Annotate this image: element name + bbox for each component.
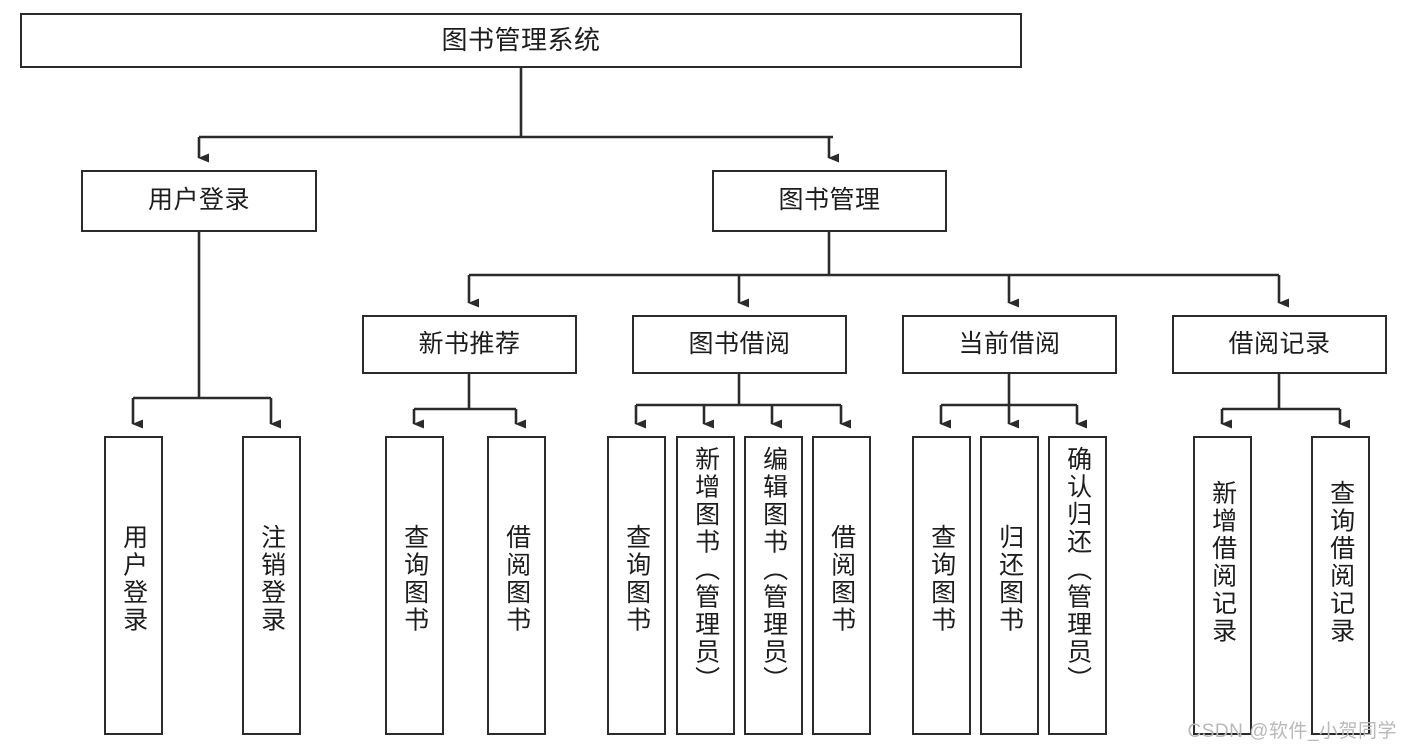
node-book-borrow[interactable]: 图书借阅 [632, 315, 847, 374]
node-new-book-rec[interactable]: 新书推荐 [362, 315, 577, 374]
node-root[interactable]: 图书管理系统 [20, 13, 1022, 68]
node-root-label: 图书管理系统 [441, 25, 601, 56]
node-leaf-query-book-3-label: 查询图书 [927, 524, 956, 634]
node-leaf-query-book-1-label: 查询图书 [400, 524, 429, 634]
node-leaf-add-record[interactable]: 新增借阅记录 [1193, 436, 1252, 735]
node-leaf-query-book-3[interactable]: 查询图书 [912, 436, 971, 735]
node-leaf-return-book[interactable]: 归还图书 [980, 436, 1039, 735]
node-user-login-label: 用户登录 [147, 186, 250, 215]
node-leaf-edit-book[interactable]: 编辑图书（管理员） [744, 436, 803, 735]
node-book-manage[interactable]: 图书管理 [712, 170, 947, 232]
node-leaf-add-book-label: 新增图书（管理员） [691, 446, 720, 694]
node-current-borrow[interactable]: 当前借阅 [902, 315, 1117, 374]
node-borrow-record-label: 借阅记录 [1228, 329, 1331, 358]
node-leaf-confirm-return-label: 确认归还（管理员） [1063, 446, 1092, 694]
node-leaf-user-logout[interactable]: 注销登录 [242, 436, 301, 735]
node-book-borrow-label: 图书借阅 [688, 329, 791, 358]
node-leaf-edit-book-label: 编辑图书（管理员） [759, 446, 788, 694]
node-leaf-return-book-label: 归还图书 [995, 524, 1024, 634]
node-leaf-borrow-book-2-label: 借阅图书 [827, 524, 856, 634]
node-leaf-query-record-label: 查询借阅记录 [1326, 480, 1355, 645]
node-leaf-confirm-return[interactable]: 确认归还（管理员） [1048, 436, 1107, 735]
csdn-watermark: CSDN @软件_小贺同学 [1187, 721, 1397, 742]
node-leaf-add-book[interactable]: 新增图书（管理员） [676, 436, 735, 735]
node-book-manage-label: 图书管理 [778, 186, 881, 215]
node-leaf-user-logout-label: 注销登录 [257, 524, 286, 634]
node-borrow-record[interactable]: 借阅记录 [1172, 315, 1387, 374]
node-leaf-query-record[interactable]: 查询借阅记录 [1311, 436, 1370, 735]
node-leaf-user-login[interactable]: 用户登录 [104, 436, 163, 735]
node-current-borrow-label: 当前借阅 [958, 329, 1061, 358]
node-leaf-borrow-book-1-label: 借阅图书 [502, 524, 531, 634]
node-leaf-query-book-2-label: 查询图书 [622, 524, 651, 634]
node-leaf-add-record-label: 新增借阅记录 [1208, 480, 1237, 645]
node-leaf-borrow-book-1[interactable]: 借阅图书 [487, 436, 546, 735]
node-leaf-borrow-book-2[interactable]: 借阅图书 [812, 436, 871, 735]
node-user-login[interactable]: 用户登录 [81, 170, 317, 232]
node-new-book-rec-label: 新书推荐 [418, 329, 521, 358]
node-leaf-user-login-label: 用户登录 [119, 524, 148, 634]
node-leaf-query-book-1[interactable]: 查询图书 [385, 436, 444, 735]
node-leaf-query-book-2[interactable]: 查询图书 [607, 436, 666, 735]
